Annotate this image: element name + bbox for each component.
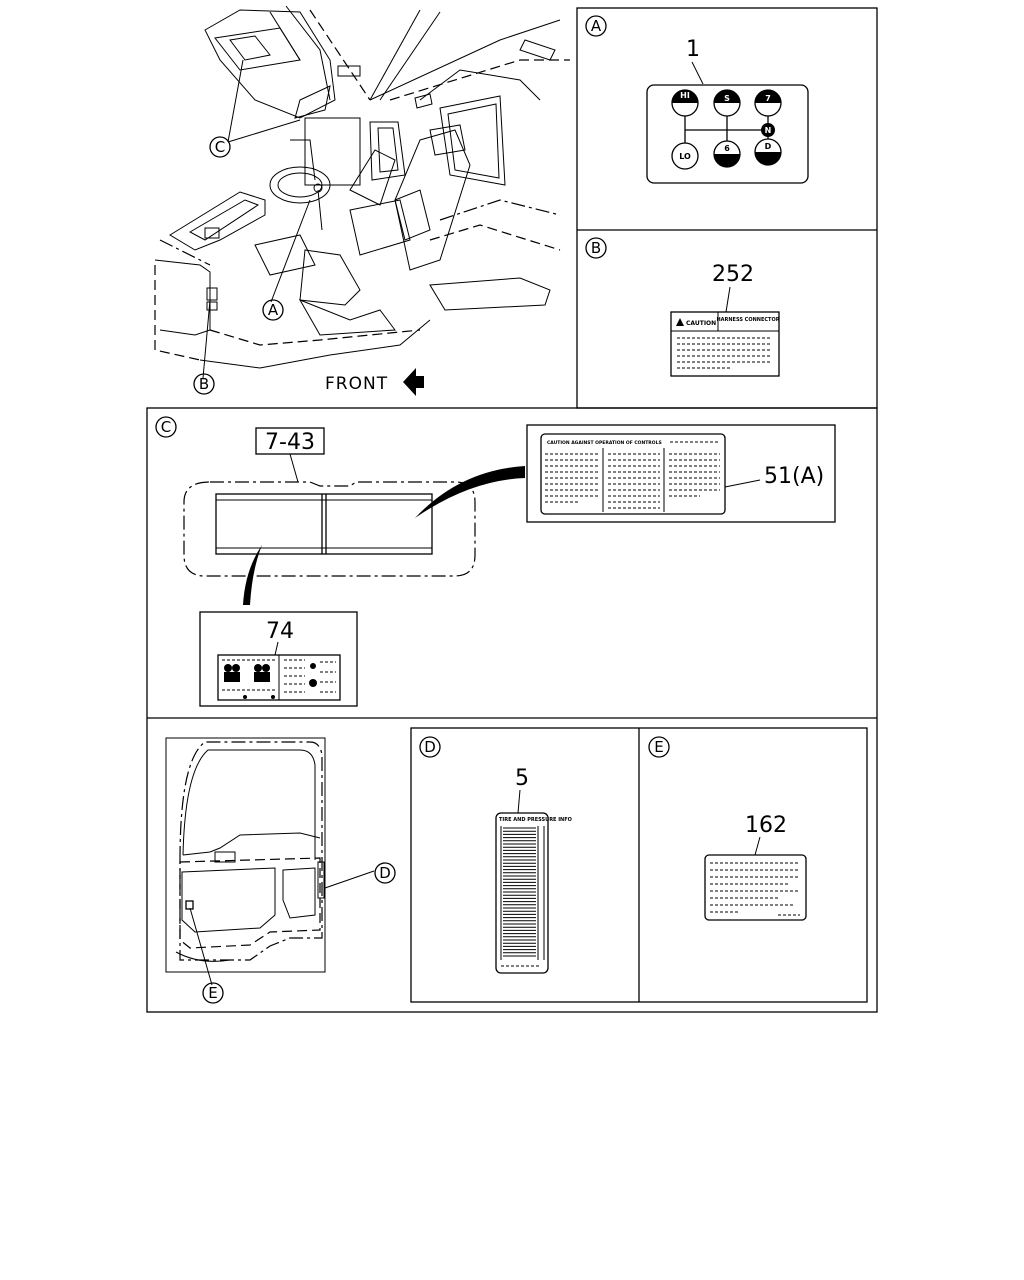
callout-a-overview: A: [262, 299, 284, 321]
callout-d-panel: D: [419, 736, 441, 758]
svg-text:B: B: [591, 239, 601, 257]
svg-text:CAUTION: CAUTION: [686, 320, 716, 327]
part-number-5: 5: [515, 766, 529, 791]
svg-text:D: D: [424, 738, 436, 756]
shift-6: 6: [724, 144, 730, 153]
callout-e-panel: E: [648, 736, 670, 758]
seatbelt-usage-label: [199, 611, 358, 707]
shift-7: 7: [765, 94, 771, 103]
svg-text:E: E: [208, 984, 217, 1002]
callout-c-overview: C: [209, 136, 231, 158]
callout-b-overview: B: [193, 373, 215, 395]
svg-text:A: A: [591, 17, 602, 35]
svg-text:TIRE AND PRESSURE INFO: TIRE AND PRESSURE INFO: [499, 817, 572, 823]
part-group-7-43: 7-43: [265, 430, 315, 455]
svg-text:E: E: [654, 738, 663, 756]
front-direction-label: FRONT: [325, 374, 388, 394]
diagram-frame: [146, 7, 878, 1013]
callout-d-door: D: [374, 862, 396, 884]
part-number-252: 252: [712, 262, 754, 287]
part-number-51a: 51(A): [764, 464, 824, 489]
cab-interior-drawing: [154, 5, 570, 379]
shift-s: S: [724, 94, 730, 103]
callout-b-panel: B: [585, 237, 607, 259]
tire-pressure-label: TIRE AND PRESSURE INFO: [495, 812, 572, 974]
svg-text:HARNESS CONNECTOR: HARNESS CONNECTOR: [716, 317, 779, 323]
callout-e-door: E: [202, 982, 224, 1004]
warning-triangle-icon: [676, 318, 684, 326]
shift-lo: LO: [679, 152, 691, 161]
door-drawing: [165, 737, 375, 986]
part-number-74: 74: [266, 619, 294, 644]
callout-a-panel: A: [585, 15, 607, 37]
controls-caution-label: CAUTION AGAINST OPERATION OF CONTROLS: [526, 424, 836, 523]
shift-hi: HI: [680, 91, 690, 100]
shift-n: N: [765, 126, 772, 135]
sun-visor-drawing: [183, 466, 525, 605]
shift-pattern-label: HI S 7 N LO 6 D: [646, 84, 809, 184]
svg-text:A: A: [268, 301, 279, 319]
svg-text:D: D: [379, 864, 391, 882]
shift-d: D: [765, 142, 772, 151]
part-number-162: 162: [745, 813, 787, 838]
callout-c-panel: C: [155, 416, 177, 438]
door-info-label: [704, 854, 807, 921]
front-arrow-icon: [403, 368, 424, 396]
svg-text:C: C: [161, 418, 171, 436]
part-number-1: 1: [686, 37, 700, 62]
svg-text:B: B: [199, 375, 209, 393]
svg-text:C: C: [215, 138, 225, 156]
harness-caution-label: CAUTION HARNESS CONNECTOR: [670, 311, 780, 377]
svg-text:CAUTION AGAINST OPERATION OF C: CAUTION AGAINST OPERATION OF CONTROLS: [547, 440, 662, 446]
